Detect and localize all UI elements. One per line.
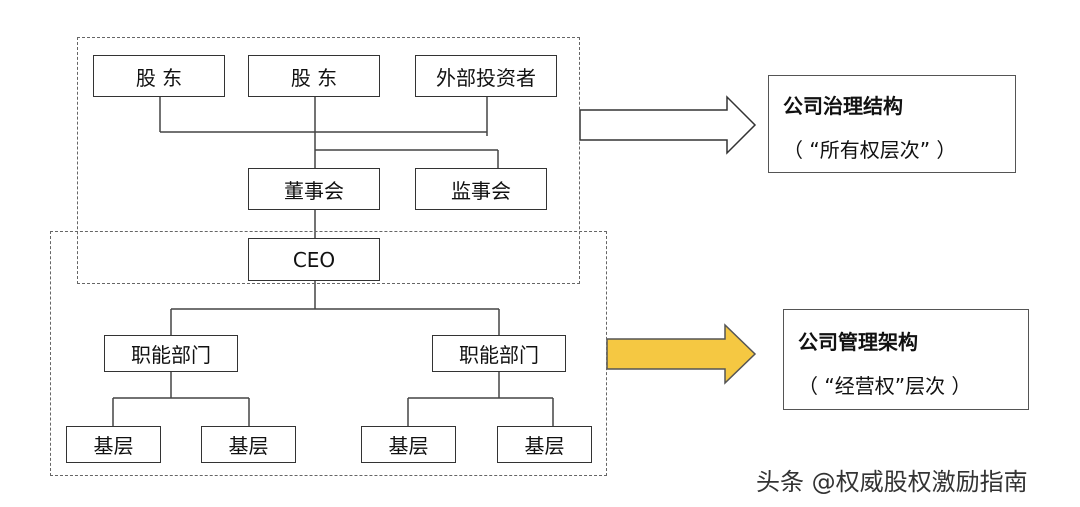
governance-title: 公司治理结构 bbox=[783, 94, 903, 118]
ceo-label: CEO bbox=[292, 247, 336, 272]
external-investor-label: 外部投资者 bbox=[436, 65, 536, 90]
management-arrow bbox=[606, 323, 757, 385]
functional-dept-box-left: 职能部门 bbox=[104, 335, 238, 372]
base-box-1: 基层 bbox=[66, 426, 161, 463]
governance-subtitle: （ “所有权层次” ） bbox=[783, 138, 957, 162]
board-of-supervisors-label: 监事会 bbox=[451, 178, 511, 203]
base-label: 基层 bbox=[93, 434, 134, 458]
base-label: 基层 bbox=[228, 434, 269, 458]
shareholder-label: 股 东 bbox=[135, 65, 183, 90]
functional-dept-box-right: 职能部门 bbox=[432, 335, 566, 372]
shareholder-label: 股 东 bbox=[290, 65, 338, 90]
shareholder-box-2: 股 东 bbox=[248, 55, 380, 97]
external-investor-box: 外部投资者 bbox=[415, 55, 557, 97]
base-box-3: 基层 bbox=[361, 426, 456, 463]
board-of-supervisors-box: 监事会 bbox=[415, 168, 547, 210]
base-box-4: 基层 bbox=[497, 426, 592, 463]
management-label-box: 公司管理架构 （ “经营权”层次 ） bbox=[783, 309, 1029, 410]
board-of-directors-label: 董事会 bbox=[284, 178, 344, 203]
management-subtitle: （ “经营权”层次 ） bbox=[798, 374, 972, 398]
management-title: 公司管理架构 bbox=[798, 330, 918, 354]
governance-region bbox=[77, 37, 580, 284]
watermark-text: 头条 @权威股权激励指南 bbox=[756, 468, 1028, 496]
base-label: 基层 bbox=[524, 434, 565, 458]
governance-arrow bbox=[579, 95, 757, 155]
ceo-box: CEO bbox=[248, 238, 380, 281]
base-box-2: 基层 bbox=[201, 426, 296, 463]
functional-dept-label: 职能部门 bbox=[459, 343, 539, 367]
management-region bbox=[50, 231, 607, 476]
shareholder-box-1: 股 东 bbox=[93, 55, 225, 97]
board-of-directors-box: 董事会 bbox=[248, 168, 380, 210]
governance-label-box: 公司治理结构 （ “所有权层次” ） bbox=[768, 75, 1016, 173]
base-label: 基层 bbox=[388, 434, 429, 458]
functional-dept-label: 职能部门 bbox=[131, 343, 211, 367]
